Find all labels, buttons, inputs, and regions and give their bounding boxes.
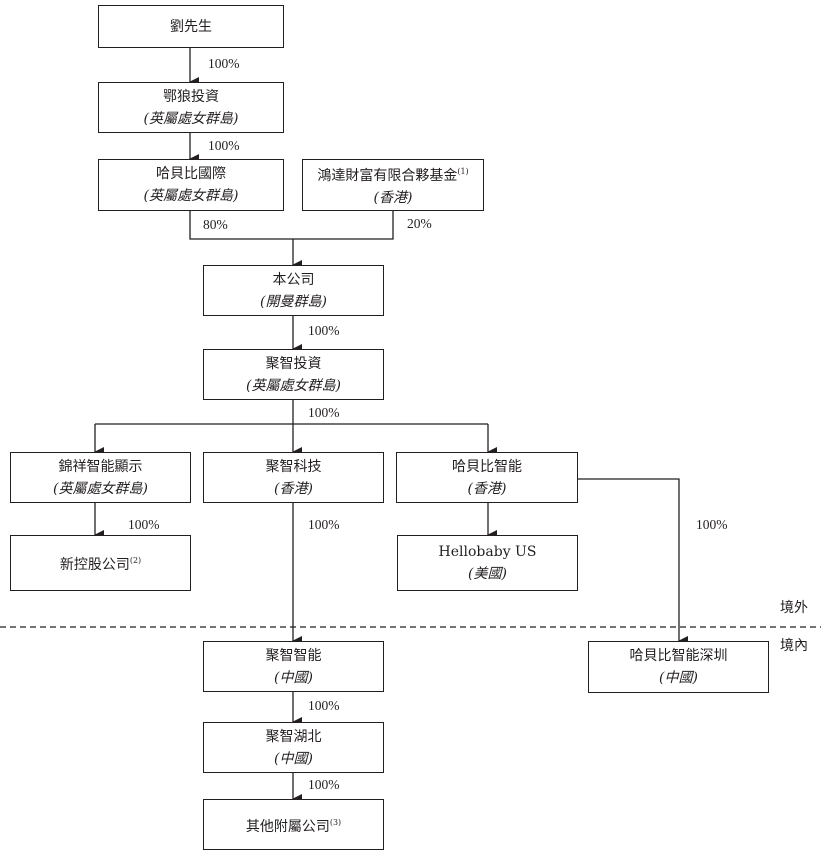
node-liu: 劉先生 (98, 5, 284, 48)
node-name: 哈貝比智能 (452, 458, 522, 475)
node-new-holdco: 新控股公司(2) (10, 535, 191, 591)
node-hellobaby-us: Hellobaby US (美國) (397, 535, 578, 591)
pct-habeibi-company: 80% (203, 217, 228, 232)
node-name: 聚智投資 (265, 355, 322, 372)
node-name: 聚智智能 (265, 647, 322, 664)
pct-jinxiang-new-holdco: 100% (128, 517, 160, 532)
node-name: 聚智湖北 (265, 728, 322, 745)
node-jurisdiction: (英屬處女群島) (143, 188, 239, 204)
node-juzhi-tech: 聚智科技 (香港) (203, 452, 384, 503)
pct-liu-elang: 100% (208, 56, 240, 71)
pct-hubei-other: 100% (308, 777, 340, 792)
node-jurisdiction: (英屬處女群島) (143, 110, 239, 127)
pct-juzhi-smart-hubei: 100% (308, 698, 340, 713)
pct-company-juzhi-invest: 100% (308, 323, 340, 338)
node-juzhi-hubei: 聚智湖北 (中國) (203, 722, 384, 773)
region-offshore-label: 境外 (780, 600, 808, 616)
node-jurisdiction: (香港) (274, 480, 313, 497)
node-jurisdiction: (英屬處女群島) (246, 377, 341, 394)
pct-juzhi-tech-juzhi-smart: 100% (308, 517, 340, 532)
region-onshore-label: 境內 (780, 638, 808, 654)
node-jurisdiction: (美國) (468, 566, 507, 582)
node-name: Hellobaby US (438, 544, 537, 560)
pct-hongda-company: 20% (407, 216, 432, 231)
edge-habeibi-sz (577, 478, 688, 646)
footnote-ref: (2) (129, 556, 142, 565)
node-name: 本公司 (272, 271, 315, 288)
node-hongda: 鴻達財富有限合夥基金(1) (香港) (302, 159, 484, 211)
node-elang: 鄂狼投資 (英屬處女群島) (98, 82, 284, 133)
node-other-subs: 其他附屬公司(3) (203, 799, 384, 850)
node-name: 哈貝比國際 (156, 166, 226, 182)
node-jinxiang: 錦祥智能顯示 (英屬處女群島) (10, 452, 191, 503)
edge-habeibi-merge (189, 211, 394, 240)
node-habeibi-sz: 哈貝比智能深圳 (中國) (588, 641, 769, 693)
node-juzhi-invest: 聚智投資 (英屬處女群島) (203, 349, 384, 400)
node-jurisdiction: (中國) (274, 669, 313, 686)
node-habeibi-intl: 哈貝比國際 (英屬處女群島) (98, 159, 284, 211)
node-name: 錦祥智能顯示 (58, 458, 143, 475)
pct-habeibi-smart-sz: 100% (696, 517, 728, 532)
node-name: 鄂狼投資 (163, 88, 219, 105)
node-juzhi-smart: 聚智智能 (中國) (203, 641, 384, 692)
footnote-ref: (3) (329, 817, 342, 827)
node-name: 其他附屬公司 (245, 818, 330, 835)
node-name: 聚智科技 (265, 458, 322, 475)
node-name: 鴻達財富有限合夥基金 (317, 168, 458, 184)
node-jurisdiction: (中國) (274, 750, 313, 767)
node-name: 劉先生 (170, 18, 212, 35)
pct-juzhi-invest-children: 100% (308, 405, 340, 420)
node-name: 新控股公司 (59, 557, 130, 573)
node-jurisdiction: (中國) (659, 670, 698, 686)
node-habeibi-smart: 哈貝比智能 (香港) (396, 452, 578, 503)
node-jurisdiction: (香港) (373, 190, 413, 206)
pct-elang-habeibi: 100% (208, 138, 240, 153)
node-jurisdiction: (英屬處女群島) (53, 480, 148, 497)
footnote-ref: (1) (457, 167, 469, 176)
node-name: 哈貝比智能深圳 (629, 648, 728, 664)
node-company: 本公司 (開曼群島) (203, 265, 384, 316)
node-jurisdiction: (開曼群島) (260, 293, 327, 310)
node-jurisdiction: (香港) (467, 480, 507, 497)
